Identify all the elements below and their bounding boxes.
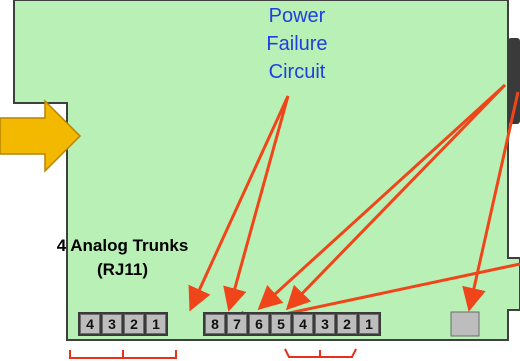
pointer-power-pin8 [223,95,290,312]
power-label-line-2: Failure [266,33,328,55]
power-label-line-3: Circuit [268,61,326,83]
trunks-label-line-2: (RJ11) [96,260,149,279]
power-pin: 3 [315,314,335,334]
power-pin: 1 [359,314,379,334]
trunk-pin: 4 [80,314,100,334]
power-failure-label: Power Failure Circuit [232,2,362,86]
input-arrow-icon [0,99,82,173]
power-label-line-1: Power [268,5,326,27]
power-pin: 8 [205,314,225,334]
pointer-pin7 [257,83,507,311]
trunk-pin: 3 [102,314,122,334]
pointer-terminal [462,91,520,312]
power-pin: 6 [249,314,269,334]
trunks-brace [69,350,177,359]
analog-trunks-label: 4 Analog Trunks (RJ11) [30,234,215,282]
power-pin: 7 [227,314,247,334]
trunk-pin: 1 [146,314,166,334]
pointer-pin6 [285,83,507,311]
power-pin: 2 [337,314,357,334]
ports-brace [284,348,357,358]
trunk-pin: 2 [124,314,144,334]
power-failure-port: 8 7 6 5 4 3 2 1 [203,312,381,336]
terminal-block [450,311,480,337]
trunk-port: 4 3 2 1 [78,312,168,336]
pointer-power-pin1 [188,95,290,312]
power-pin: 4 [293,314,313,334]
power-pin: 5 [271,314,291,334]
trunks-label-line-1: 4 Analog Trunks [56,236,189,255]
